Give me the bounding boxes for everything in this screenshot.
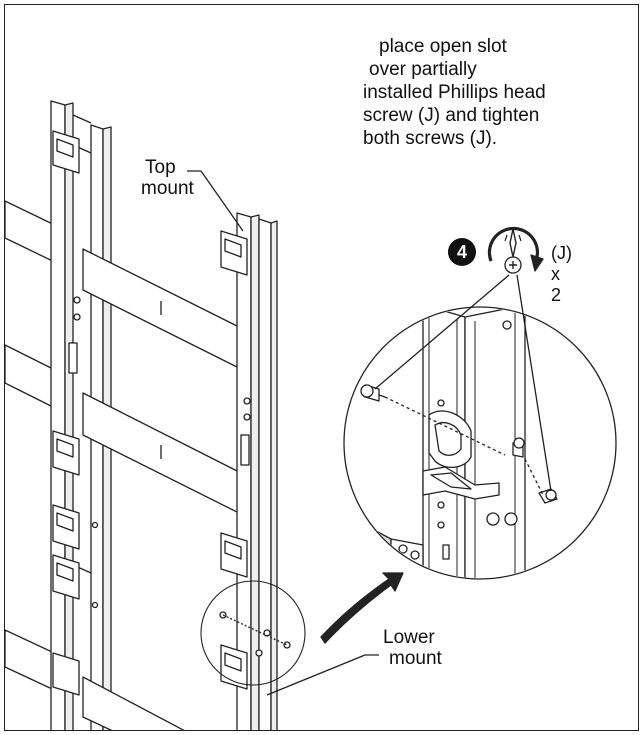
top-mount-leader [187,170,244,232]
detail-circle-small [200,580,306,686]
lower-mount-leader [266,654,379,696]
instruction-line: screw (J) and tighten [363,105,540,126]
label-line: Lower [383,627,435,648]
screw-quantity: (J) x 2 [551,243,572,305]
lower-mount-label: Lower mount [383,627,442,669]
diagram-artwork [5,100,617,730]
instruction-text: place open slot over partially installed… [363,35,546,150]
callout-pointer-lines [374,274,552,492]
phillips-screwdriver-rotate-icon [487,226,544,274]
instruction-line: over partially [369,59,477,80]
instruction-line: both screws (J). [363,128,498,149]
enlarged-detail [343,306,617,580]
label-line: Top [145,157,176,178]
assembly-diagram: place open slot over partially installed… [4,4,639,731]
zoom-arrow [320,572,404,644]
left-rail-brackets [52,130,99,696]
step-number-badge: 4 [448,238,476,266]
small-detail-screws [219,611,291,657]
left-panel-strips [5,200,66,696]
label-line: mount [141,178,194,199]
instruction-line: installed Phillips head [363,82,546,103]
top-mount-label: Top mount [141,157,194,199]
instruction-line: place open slot [379,36,507,57]
crossbars [82,248,250,730]
right-rail [236,212,278,730]
label-line: mount [389,648,442,669]
